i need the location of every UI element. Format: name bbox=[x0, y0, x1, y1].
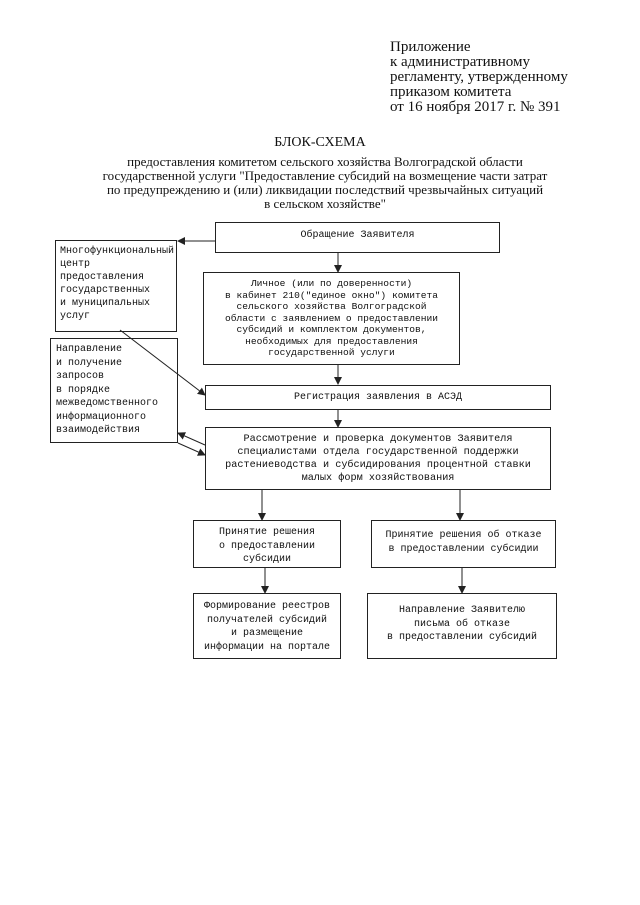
box-line: и получение bbox=[56, 357, 123, 369]
subtitle-line: государственной услуги "Предоставление с… bbox=[102, 168, 548, 183]
arrow-interagency-to-review bbox=[177, 442, 206, 456]
registration-box: Регистрация заявления в АСЭД bbox=[205, 385, 551, 410]
review-box: Рассмотрение и проверка документов Заяви… bbox=[205, 427, 551, 490]
box-line: информационного bbox=[56, 411, 147, 423]
registry-formation-box: Формирование реестров получателей субсид… bbox=[193, 593, 341, 659]
box-line: в предоставлении субсидий bbox=[386, 632, 538, 643]
box-line: Направление bbox=[56, 344, 123, 355]
box-line: Регистрация заявления в АСЭД bbox=[293, 392, 463, 403]
arrow-review-to-interagency bbox=[177, 432, 206, 446]
box-line: Личное (или по доверенности) bbox=[250, 278, 413, 289]
appendix-block: Приложение к административному регламент… bbox=[390, 40, 568, 115]
box-line: и муниципальных bbox=[60, 298, 151, 309]
appendix-line: Приложение bbox=[390, 39, 471, 55]
applicant-request-box: Обращение Заявителя bbox=[215, 222, 500, 253]
box-line: межведомственного bbox=[56, 398, 159, 409]
box-line: центр bbox=[60, 259, 91, 270]
box-line: растениеводства и субсидирования процент… bbox=[225, 460, 531, 471]
decision-grant-box: Принятие решения о предоставлении субсид… bbox=[193, 520, 341, 568]
box-line: государственных bbox=[60, 285, 151, 296]
document-title: БЛОК-СХЕМА bbox=[274, 135, 366, 150]
box-line: о предоставлении bbox=[218, 540, 315, 552]
box-line: сельского хозяйства Волгоградской bbox=[236, 301, 427, 312]
box-line: запросов bbox=[56, 371, 105, 382]
box-line: малых форм хозяйствования bbox=[301, 473, 455, 484]
box-line: субсидии bbox=[242, 554, 291, 565]
box-line: Обращение Заявителя bbox=[300, 230, 415, 241]
box-line: специалистами отдела государственной под… bbox=[237, 447, 519, 458]
box-line: Рассмотрение и проверка документов Заяви… bbox=[243, 434, 513, 445]
appendix-line: от 16 ноября 2017 г. № 391 bbox=[390, 99, 561, 115]
interagency-box: Направление и получение запросов в поряд… bbox=[50, 338, 178, 443]
box-line: Направление Заявителю bbox=[398, 605, 526, 616]
box-line: взаимодействия bbox=[56, 425, 141, 436]
arrow-mfc-to-registration bbox=[119, 329, 206, 396]
box-line: информации на портале bbox=[203, 641, 331, 653]
box-line: в предоставлении субсидии bbox=[388, 543, 539, 555]
decision-refuse-box: Принятие решения об отказе в предоставле… bbox=[371, 520, 556, 568]
box-line: Многофункциональный bbox=[60, 246, 175, 257]
refusal-letter-box: Направление Заявителю письма об отказе в… bbox=[367, 593, 557, 659]
subtitle-line: по предупреждению и (или) ликвидации пос… bbox=[106, 182, 544, 197]
box-line: предоставления bbox=[60, 272, 145, 283]
box-line: Формирование реестров bbox=[203, 601, 331, 612]
appendix-line: приказом комитета bbox=[390, 84, 512, 100]
box-line: в кабинет 210("единое окно") комитета bbox=[224, 289, 439, 301]
mfc-box: Многофункциональный центр предоставления… bbox=[55, 240, 177, 332]
document-subtitle: предоставления комитетом сельского хозяй… bbox=[90, 155, 560, 211]
appendix-line: регламенту, утвержденному bbox=[390, 69, 568, 85]
subtitle-line: предоставления комитетом сельского хозяй… bbox=[127, 154, 523, 169]
box-line: письма об отказе bbox=[413, 618, 510, 630]
box-line: необходимых для предоставления bbox=[245, 335, 418, 347]
box-line: и размещение bbox=[230, 628, 303, 639]
box-line: услуг bbox=[60, 311, 91, 322]
personal-visit-box: Личное (или по доверенности) в кабинет 2… bbox=[203, 272, 460, 365]
box-line: государственной услуги bbox=[268, 347, 395, 358]
box-line: Принятие решения об отказе bbox=[385, 530, 542, 541]
appendix-line: к административному bbox=[390, 54, 530, 70]
box-line: получателей субсидий bbox=[206, 614, 328, 626]
box-line: субсидий и комплектом документов, bbox=[236, 324, 427, 335]
box-line: Принятие решения bbox=[218, 527, 315, 538]
box-line: области с заявлением о предоставлении bbox=[224, 312, 439, 324]
box-line: в порядке bbox=[56, 384, 111, 396]
subtitle-line: в сельском хозяйстве" bbox=[264, 196, 386, 211]
